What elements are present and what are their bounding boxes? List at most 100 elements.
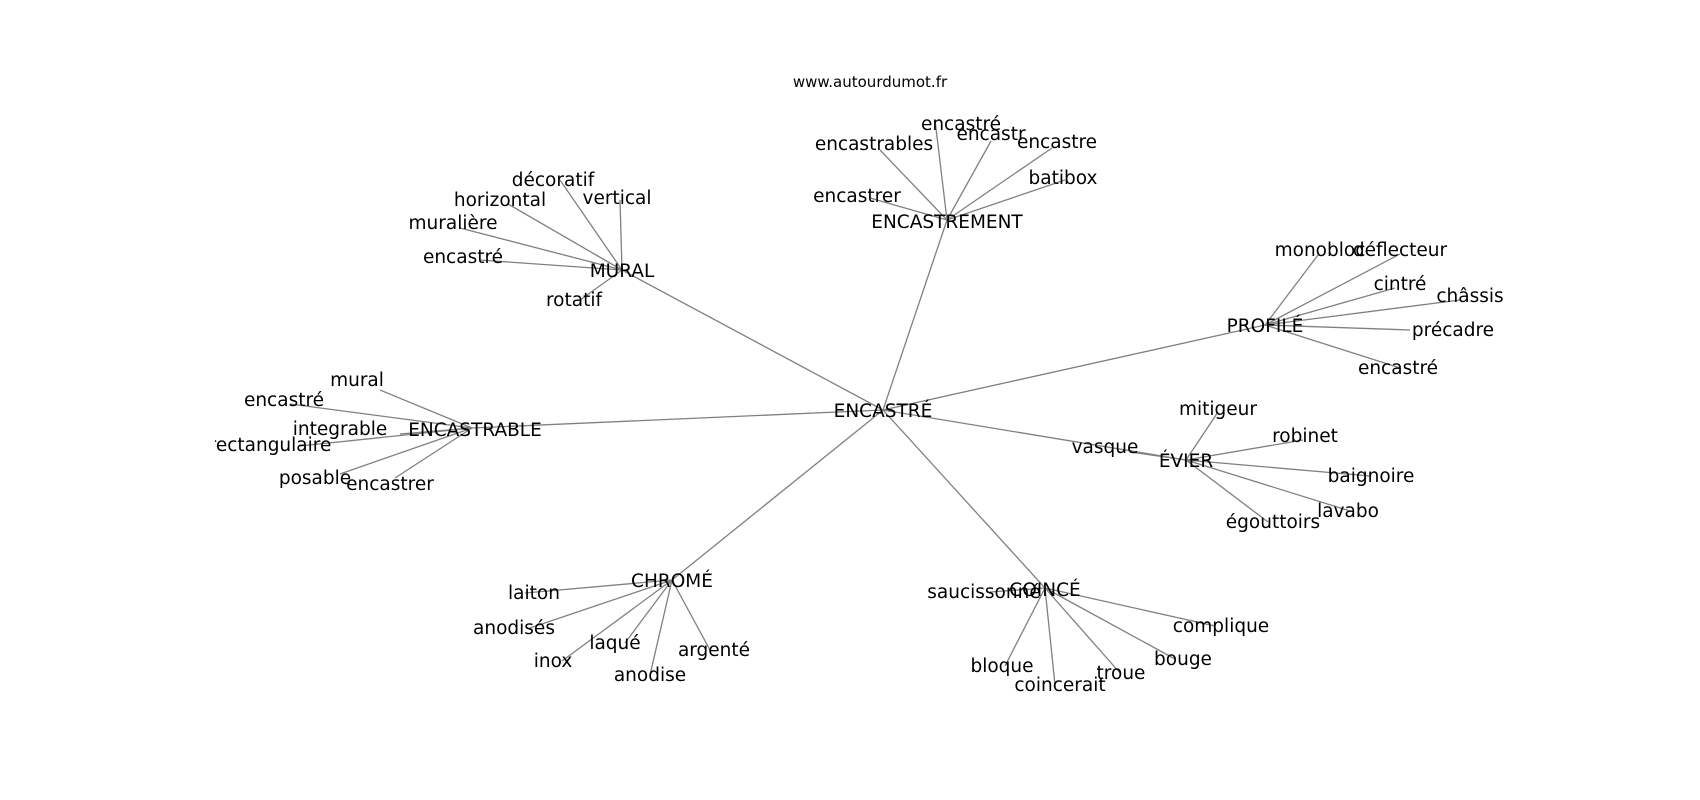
graph-labels: ENCASTRÉENCASTREMENTencastréencastrencas… bbox=[209, 114, 1504, 696]
leaf-word-label: bloque bbox=[970, 656, 1033, 677]
hub-to-word-edge bbox=[649, 579, 673, 676]
leaf-word-label: horizontal bbox=[454, 190, 546, 211]
hub-to-word-edge bbox=[1004, 587, 1046, 667]
root-to-hub-edge bbox=[621, 269, 884, 411]
source-watermark: www.autourdumot.fr bbox=[793, 73, 948, 91]
leaf-word-label: inox bbox=[534, 651, 573, 672]
hub-to-word-edge bbox=[524, 579, 673, 594]
root-to-hub-edge bbox=[882, 409, 1187, 461]
hub-to-word-edge bbox=[1264, 287, 1396, 326]
hub-to-word-edge bbox=[479, 259, 623, 271]
hub-to-word-edge bbox=[507, 203, 623, 271]
leaf-word-label: anodise bbox=[614, 665, 686, 686]
leaf-word-label: encastré bbox=[423, 247, 503, 268]
root-to-hub-edge bbox=[882, 409, 1046, 589]
hub-to-word-edge bbox=[1185, 459, 1371, 477]
root-to-hub-edge bbox=[471, 409, 884, 429]
hub-node-label: COINCÉ bbox=[1009, 579, 1080, 601]
leaf-word-label: encastré bbox=[244, 390, 324, 411]
leaf-word-label: rectangulaire bbox=[209, 435, 332, 456]
hub-to-word-edge bbox=[1185, 439, 1304, 461]
leaf-word-label: monobloc bbox=[1275, 240, 1366, 261]
leaf-word-label: déflecteur bbox=[1353, 240, 1448, 261]
hub-node-label: MURAL bbox=[590, 261, 655, 282]
graph-edges bbox=[289, 119, 1461, 686]
hub-to-word-edge bbox=[1264, 324, 1411, 331]
hub-to-word-edge bbox=[1264, 324, 1401, 369]
root-node-label: ENCASTRÉ bbox=[834, 400, 933, 422]
leaf-word-label: posable bbox=[279, 468, 351, 489]
root-to-hub-edge bbox=[671, 409, 884, 581]
leaf-word-label: muralière bbox=[409, 213, 498, 234]
leaf-word-label: encastrer bbox=[813, 186, 901, 207]
hub-to-word-edge bbox=[989, 587, 1046, 593]
leaf-word-label: saucissonné bbox=[927, 582, 1040, 603]
hub-to-word-edge bbox=[299, 427, 473, 447]
hub-to-word-edge bbox=[1264, 254, 1319, 326]
hub-to-word-edge bbox=[339, 427, 473, 475]
hub-to-word-edge bbox=[1264, 299, 1461, 326]
leaf-word-label: vertical bbox=[583, 188, 652, 209]
hub-to-word-edge bbox=[934, 119, 948, 221]
leaf-word-label: argenté bbox=[678, 640, 750, 661]
leaf-word-label: batibox bbox=[1029, 168, 1098, 189]
hub-to-word-edge bbox=[379, 389, 473, 429]
leaf-word-label: cintré bbox=[1374, 274, 1427, 295]
leaf-word-label: rotatif bbox=[546, 290, 603, 311]
leaf-word-label: vasque bbox=[1072, 437, 1139, 458]
leaf-word-label: bouge bbox=[1154, 649, 1212, 670]
leaf-word-label: encastr bbox=[956, 124, 1026, 145]
hub-to-word-edge bbox=[1044, 587, 1121, 674]
leaf-word-label: mitigeur bbox=[1179, 399, 1257, 420]
hub-to-word-edge bbox=[946, 179, 1066, 221]
hub-to-word-edge bbox=[289, 403, 473, 429]
leaf-word-label: mural bbox=[330, 370, 384, 391]
leaf-word-label: décoratif bbox=[512, 170, 595, 191]
hub-to-word-edge bbox=[1044, 587, 1176, 660]
hub-to-word-edge bbox=[579, 269, 623, 301]
leaf-word-label: anodisés bbox=[473, 618, 555, 639]
hub-node-label: CHROMÉ bbox=[631, 570, 713, 592]
hub-node-label: ENCASTRABLE bbox=[408, 420, 542, 441]
leaf-word-label: lavabo bbox=[1317, 501, 1379, 522]
hub-to-word-edge bbox=[561, 579, 673, 662]
root-to-hub-edge bbox=[882, 219, 948, 411]
leaf-word-label: encastrables bbox=[815, 134, 933, 155]
leaf-word-label: laiton bbox=[508, 583, 560, 604]
hub-to-word-edge bbox=[1185, 411, 1219, 461]
hub-to-word-edge bbox=[1044, 587, 1056, 686]
hub-to-word-edge bbox=[559, 179, 623, 271]
hub-to-word-edge bbox=[619, 199, 623, 271]
hub-to-word-edge bbox=[946, 147, 1053, 221]
hub-to-word-edge bbox=[1129, 451, 1187, 461]
hub-node-label: ÉVIER bbox=[1159, 450, 1213, 472]
hub-to-word-edge bbox=[529, 579, 673, 629]
leaf-word-label: encastré bbox=[1358, 358, 1438, 379]
root-to-hub-edge bbox=[882, 324, 1266, 411]
hub-to-word-edge bbox=[1264, 253, 1401, 326]
leaf-word-label: coincerait bbox=[1014, 675, 1105, 696]
leaf-word-label: égouttoirs bbox=[1226, 512, 1320, 533]
hub-node-label: PROFILÉ bbox=[1227, 315, 1304, 337]
leaf-word-label: baignoire bbox=[1328, 466, 1415, 487]
leaf-word-label: laqué bbox=[589, 633, 640, 654]
hub-to-word-edge bbox=[869, 197, 948, 221]
hub-to-word-edge bbox=[1185, 459, 1351, 512]
leaf-word-label: encastrer bbox=[346, 474, 434, 495]
hub-to-word-edge bbox=[1185, 459, 1269, 523]
leaf-word-label: encastré bbox=[921, 114, 1001, 135]
leaf-word-label: précadre bbox=[1412, 320, 1494, 341]
hub-to-word-edge bbox=[624, 579, 673, 644]
leaf-word-label: integrable bbox=[293, 419, 387, 440]
hub-to-word-edge bbox=[946, 140, 992, 221]
hub-to-word-edge bbox=[879, 149, 948, 221]
hub-to-word-edge bbox=[459, 227, 623, 271]
leaf-word-label: troue bbox=[1097, 663, 1146, 684]
hub-to-word-edge bbox=[671, 579, 711, 651]
hub-to-word-edge bbox=[1044, 587, 1216, 627]
leaf-word-label: complique bbox=[1173, 616, 1269, 637]
leaf-word-label: robinet bbox=[1272, 426, 1338, 447]
leaf-word-label: châssis bbox=[1436, 286, 1503, 307]
